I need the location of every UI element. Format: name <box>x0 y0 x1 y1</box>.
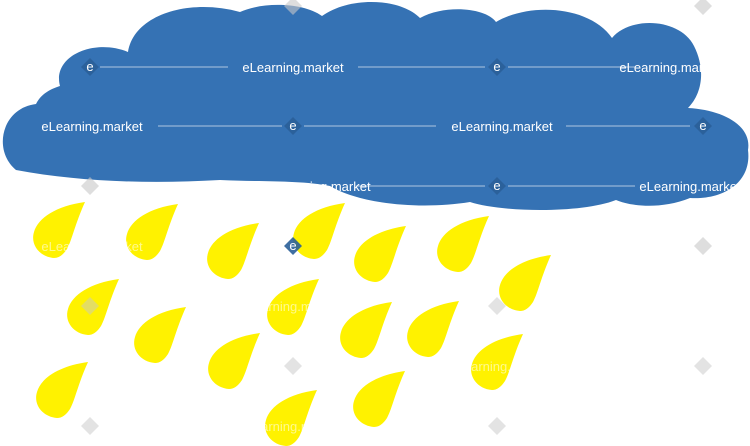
raindrop-icon <box>134 307 186 363</box>
watermark-badge-letter: e <box>86 59 93 74</box>
cloud-icon <box>2 1 749 210</box>
watermark-badge-letter: e <box>289 118 296 133</box>
watermark-diamond-icon <box>694 117 712 135</box>
watermark-diamond-icon <box>81 58 99 76</box>
watermark-text: eLearning.market <box>451 119 553 134</box>
raindrop-icon <box>265 390 317 446</box>
watermark-text: eLearning.market <box>449 359 551 374</box>
raindrop-icon <box>407 301 459 357</box>
watermark-diamond-icon <box>488 417 506 435</box>
raindrop-icon <box>207 223 259 279</box>
watermark-diamond-icon <box>81 177 99 195</box>
watermark-diamond-icon <box>488 177 506 195</box>
watermark-diamond-icon <box>284 0 302 15</box>
watermark-diamond-icon <box>694 237 712 255</box>
watermark-overlay: eLearning.market e e eLearning.market eLearn… <box>41 0 741 435</box>
watermark-diamond-icon <box>694 357 712 375</box>
raindrop-icon <box>354 226 406 282</box>
watermark-diamond-icon <box>284 237 302 255</box>
watermark-text: eLearning.market <box>239 299 341 314</box>
watermark-diamond-icon <box>81 417 99 435</box>
raindrop-icon <box>353 371 405 427</box>
raindrop-icon <box>499 255 551 311</box>
watermark-diamond-icon <box>284 357 302 375</box>
watermark-diamond-icon <box>284 117 302 135</box>
watermark-text: eLearning.market <box>639 179 741 194</box>
watermark-diamond-icon <box>694 0 712 15</box>
watermark-text: eLearning.market <box>242 60 344 75</box>
watermark-text: eLearning.market <box>41 239 143 254</box>
watermark-text: eLearning.market <box>619 60 721 75</box>
watermark-diamond-icon <box>488 58 506 76</box>
raindrop-icon <box>437 216 489 272</box>
watermark-badge-letter: e <box>699 118 706 133</box>
watermark-diamond-icon <box>488 297 506 315</box>
watermark-badge-letter: e <box>289 238 296 253</box>
raindrop-icon <box>293 203 345 259</box>
watermark-text: eLearning.market <box>41 119 143 134</box>
watermark-text: eLearning.market <box>269 179 371 194</box>
watermark-badge-letter: e <box>493 178 500 193</box>
watermark-diamond-icon <box>81 297 99 315</box>
raindrop-icon <box>208 333 260 389</box>
raindrop-icon <box>36 362 88 418</box>
watermark-text: eLearning.market <box>239 419 341 434</box>
raindrop-icon <box>340 302 392 358</box>
watermark-badge-letter: e <box>493 59 500 74</box>
